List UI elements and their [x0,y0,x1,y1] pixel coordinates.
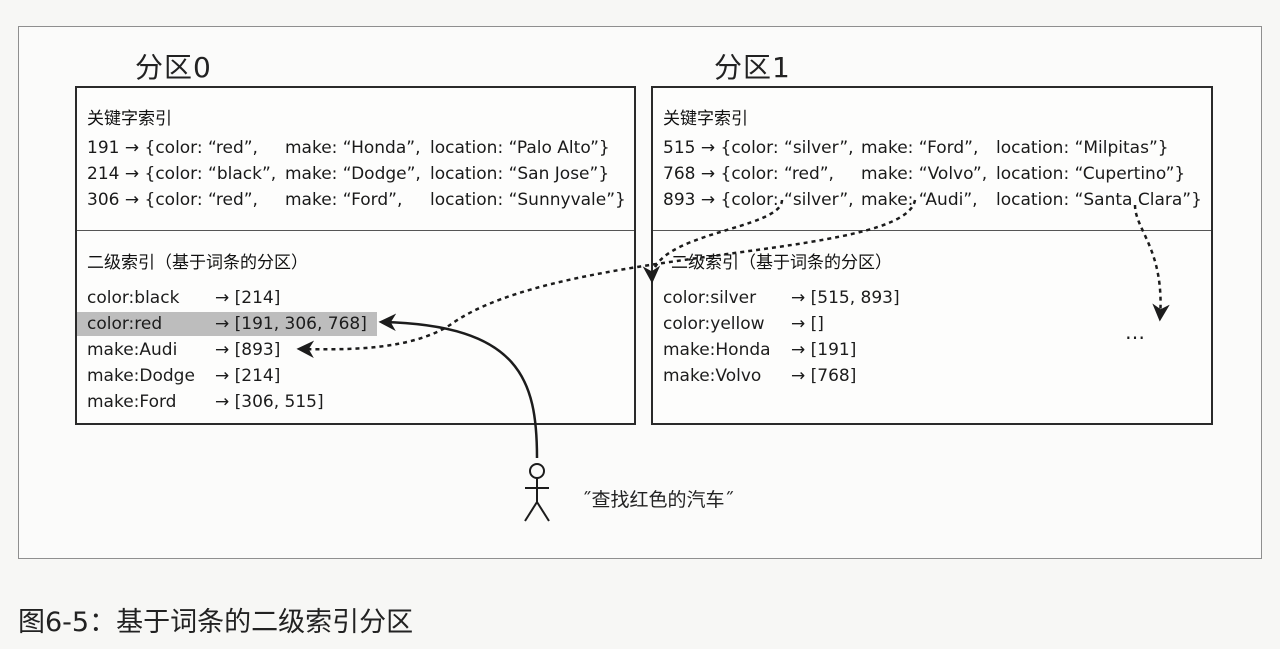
user-figure [524,463,550,522]
index-term: make:Honda [663,340,771,360]
postings-list: → [893] [215,340,281,360]
index-term: color:black [87,288,180,308]
partition-0-secondary-row: make:Dodge → [214] [87,364,280,388]
record-make: make: “Volvo”, [861,164,988,184]
record-location: location: “Santa Clara”} [996,190,1202,210]
partition-0-secondary-index-title: 二级索引（基于词条的分区） [87,253,308,273]
partition-1-secondary-row: make:Volvo → [768] [663,364,856,388]
silver-dotted-arrow [642,199,784,284]
record-location: location: “Cupertino”} [996,164,1186,184]
partition-1-box: 关键字索引 515 → {color: “silver”, make: “For… [651,86,1213,425]
postings-list: → [] [791,314,824,334]
record-make: make: “Honda”, [285,138,421,158]
partition-1-primary-row: 515 → {color: “silver”, make: “Ford”, lo… [663,138,1169,238]
partition-1-title: 分区1 [714,51,791,84]
partition-0-primary-row: 191 → {color: “red”, make: “Honda”, loca… [87,138,610,238]
index-term: make:Volvo [663,366,762,386]
highlighted-term-row [77,312,377,336]
postings-list: → [191] [791,340,857,360]
postings-list: → [214] [215,288,281,308]
partition-0-box: 关键字索引 191 → {color: “red”, make: “Honda”… [75,86,636,425]
record-location: location: “Sunnyvale”} [430,190,626,210]
index-term: make:Dodge [87,366,195,386]
record-location: location: “Palo Alto”} [430,138,610,158]
record-id-color: 893 → {color: “silver”, [663,190,854,210]
record-make: make: “Ford”, [285,190,403,210]
partition-0-primary-index-title: 关键字索引 [87,109,172,129]
partition-0-secondary-row: make:Ford → [306, 515] [87,390,324,414]
postings-list: → [306, 515] [215,392,324,412]
record-make: make: “Ford”, [861,138,979,158]
partition-1-primary-row: 768 → {color: “red”, make: “Volvo”, loca… [663,164,1185,264]
index-term: color:red [87,314,163,334]
postings-list: → [214] [215,366,281,386]
location-dotted-arrow [1133,204,1170,322]
query-arrow [378,313,539,459]
postings-list: → [768] [791,366,857,386]
partition-0-secondary-row: color:black → [214] [87,286,280,310]
index-term: make:Ford [87,392,177,412]
partition-0-primary-row: 214 → {color: “black”, make: “Dodge”, lo… [87,164,609,264]
partition-1-secondary-row: color:silver → [515, 893] [663,286,900,310]
more-partitions-ellipsis: … [1125,320,1147,344]
partition-0-secondary-row: make:Audi → [893] [87,338,280,362]
partition-0-divider [77,230,634,231]
partition-1-divider [653,230,1211,231]
partition-1-secondary-row: make:Honda → [191] [663,338,856,362]
postings-list: → [191, 306, 768] [215,314,367,334]
partition-0-primary-row: 306 → {color: “red”, make: “Ford”, locat… [87,190,626,290]
record-make: make: “Audi”, [861,190,978,210]
user-query-text: ˝查找红色的汽车˝ [582,489,735,511]
index-term: make:Audi [87,340,178,360]
partition-1-primary-row: 893 → {color: “silver”, make: “Audi”, lo… [663,190,1202,290]
record-id-color: 515 → {color: “silver”, [663,138,854,158]
index-term: color:silver [663,288,757,308]
record-id-color: 214 → {color: “black”, [87,164,277,184]
partition-0-title: 分区0 [135,51,212,84]
record-id-color: 306 → {color: “red”, [87,190,258,210]
partition-1-secondary-row: color:yellow → [] [663,312,824,336]
partition-1-secondary-index-title: 二级索引（基于词条的分区） [671,253,892,273]
record-location: location: “San Jose”} [430,164,610,184]
audi-dotted-arrow [296,199,917,359]
record-make: make: “Dodge”, [285,164,421,184]
index-term: color:yellow [663,314,765,334]
figure-caption: 图6-5：基于词条的二级索引分区 [18,607,414,638]
postings-list: → [515, 893] [791,288,900,308]
partition-1-primary-index-title: 关键字索引 [663,109,748,129]
record-id-color: 191 → {color: “red”, [87,138,258,158]
record-location: location: “Milpitas”} [996,138,1169,158]
partition-0-secondary-row: color:red → [191, 306, 768] [87,312,367,336]
record-id-color: 768 → {color: “red”, [663,164,834,184]
